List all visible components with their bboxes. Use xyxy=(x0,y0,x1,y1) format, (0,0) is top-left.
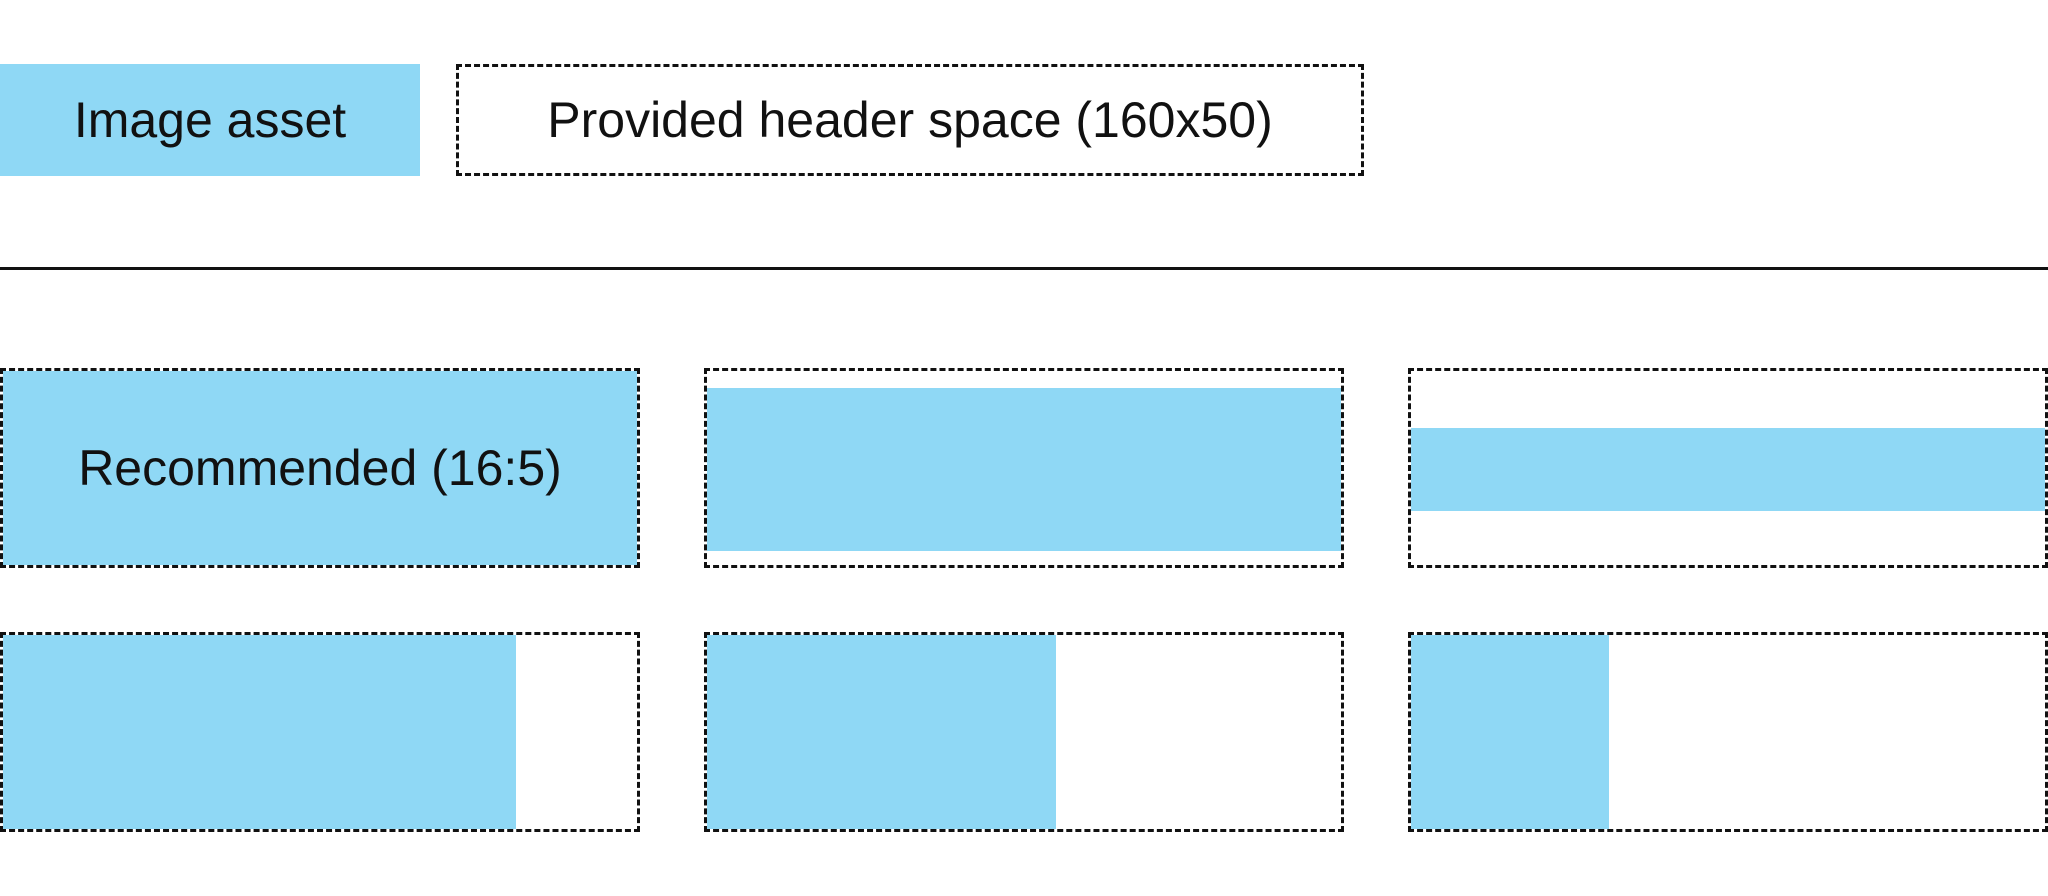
asset-fill xyxy=(1411,635,1609,829)
example-narrow-medium xyxy=(704,632,1344,832)
asset-fill xyxy=(3,635,516,829)
example-letterbox xyxy=(1408,368,2048,568)
recommended-label: Recommended (16:5) xyxy=(78,440,562,496)
legend-image-asset-label: Image asset xyxy=(73,92,347,148)
legend-image-asset: Image asset xyxy=(0,64,420,176)
asset-fill xyxy=(3,371,637,565)
legend-header-space: Provided header space (160x50) xyxy=(456,64,1364,176)
example-recommended: Recommended (16:5) xyxy=(0,368,640,568)
example-wide-fill xyxy=(704,368,1344,568)
asset-fill xyxy=(1411,428,2045,511)
asset-fill xyxy=(707,388,1341,551)
legend-header-space-label: Provided header space (160x50) xyxy=(547,92,1273,148)
section-divider xyxy=(0,267,2048,270)
example-narrow-large xyxy=(0,632,640,832)
asset-fill xyxy=(707,635,1056,829)
example-narrow-small xyxy=(1408,632,2048,832)
